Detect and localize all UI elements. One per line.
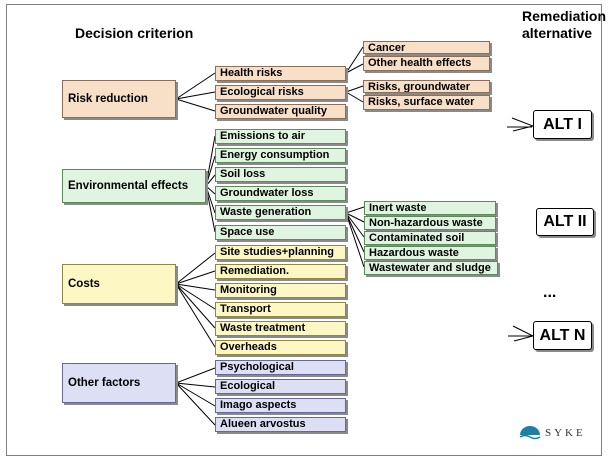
criterion-non-hazardous-waste: Non-hazardous waste <box>364 216 496 230</box>
criterion-energy-consumption: Energy consumption <box>215 148 346 163</box>
alternative-ellipsis: ... <box>543 284 557 301</box>
syke-logo-icon <box>519 426 541 440</box>
remediation-alternative-title: Remediation alternative <box>522 8 606 42</box>
criterion-imago-aspects: Imago aspects <box>215 398 346 413</box>
decision-criterion-title: Decision criterion <box>75 25 194 41</box>
criterion-psychological: Psychological <box>215 360 346 375</box>
criterion-risks-groundwater: Risks, groundwater <box>363 80 490 93</box>
criterion-waste-generation: Waste generation <box>215 205 346 220</box>
remediation-title-line1: Remediation <box>522 8 607 24</box>
syke-logo: SYKE <box>519 426 586 440</box>
criterion-environmental-effects: Environmental effects <box>62 169 206 203</box>
criterion-groundwater-quality: Groundwater quality <box>215 104 346 119</box>
criterion-space-use: Space use <box>215 225 346 240</box>
criterion-overheads: Overheads <box>215 340 346 355</box>
criterion-alueen-arvostus: Alueen arvostus <box>215 417 346 432</box>
criterion-site-studies-planning: Site studies+planning <box>215 245 346 260</box>
criterion-other-factors: Other factors <box>62 363 176 403</box>
criterion-costs: Costs <box>62 264 176 304</box>
criterion-hazardous-waste: Hazardous waste <box>364 246 496 260</box>
criterion-risks-surface-water: Risks, surface water <box>363 95 490 110</box>
alternative-alt-1: ALT I <box>533 110 592 139</box>
criterion-contaminated-soil: Contaminated soil <box>364 231 496 245</box>
criterion-emissions-to-air: Emissions to air <box>215 129 346 144</box>
criterion-ecological-risks: Ecological risks <box>215 85 346 100</box>
criterion-risk-reduction: Risk reduction <box>62 80 176 118</box>
criterion-ecological: Ecological <box>215 379 346 394</box>
criterion-wastewater-and-sludge: Wastewater and sludge <box>364 261 498 275</box>
criterion-transport: Transport <box>215 302 346 317</box>
alternative-alt-n: ALT N <box>533 321 592 350</box>
alternative-alt-2: ALT II <box>536 208 594 236</box>
remediation-title-line2: alternative <box>522 25 593 41</box>
syke-logo-text: SYKE <box>545 427 586 439</box>
criterion-soil-loss: Soil loss <box>215 167 346 182</box>
criterion-cancer: Cancer <box>363 41 490 54</box>
slide-frame <box>6 4 602 456</box>
criterion-remediation: Remediation. <box>215 264 346 279</box>
criterion-groundwater-loss: Groundwater loss <box>215 186 346 201</box>
criterion-inert-waste: Inert waste <box>364 201 496 215</box>
criterion-monitoring: Monitoring <box>215 283 346 298</box>
criterion-health-risks: Health risks <box>215 66 346 81</box>
criterion-other-health-effects: Other health effects <box>363 56 490 71</box>
criterion-waste-treatment: Waste treatment <box>215 321 346 336</box>
